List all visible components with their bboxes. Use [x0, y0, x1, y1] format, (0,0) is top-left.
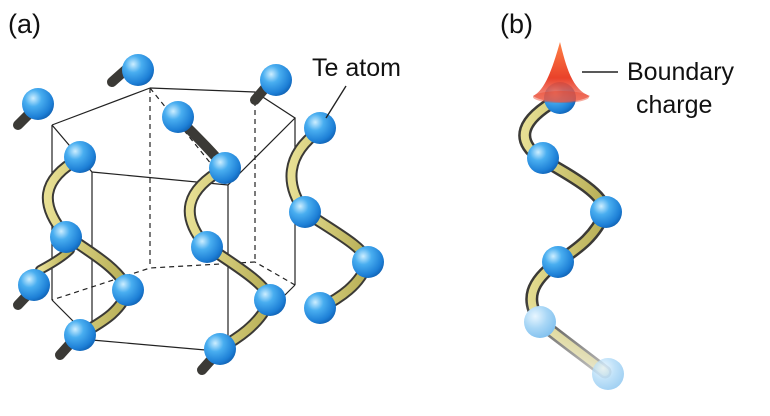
te-atom-icon — [524, 306, 556, 338]
boundary-charge-label-line2: charge — [636, 91, 712, 119]
te-atom-leader-line — [325, 85, 347, 119]
te-atom-icon — [304, 292, 336, 324]
te-atom-icon — [542, 246, 574, 278]
te-atoms-a — [18, 54, 384, 365]
te-atom-icon — [112, 274, 144, 306]
te-atom-icon — [304, 112, 336, 144]
te-atom-icon — [209, 152, 241, 184]
te-atom-icon — [352, 246, 384, 278]
te-atom-icon — [527, 142, 559, 174]
te-atom-icon — [204, 333, 236, 365]
te-atom-icon — [18, 269, 50, 301]
panel-label-b: (b) — [500, 9, 533, 39]
te-atoms-b — [524, 82, 624, 390]
te-atom-icon — [289, 196, 321, 228]
te-atom-icon — [162, 101, 194, 133]
te-atom-icon — [64, 319, 96, 351]
te-atom-icon — [260, 64, 292, 96]
te-atom-icon — [64, 141, 96, 173]
boundary-charge-icon — [533, 42, 590, 103]
te-atom-icon — [592, 358, 624, 390]
te-atom-icon — [590, 196, 622, 228]
te-atom-icon — [254, 284, 286, 316]
panel-label-a: (a) — [8, 9, 41, 39]
helix-ribbon-b — [510, 91, 620, 390]
te-atom-label: Te atom — [312, 54, 401, 82]
te-atom-icon — [22, 88, 54, 120]
te-atom-icon — [50, 221, 82, 253]
te-atom-icon — [122, 54, 154, 86]
boundary-charge-label-line1: Boundary — [627, 58, 735, 86]
te-atom-icon — [191, 231, 223, 263]
